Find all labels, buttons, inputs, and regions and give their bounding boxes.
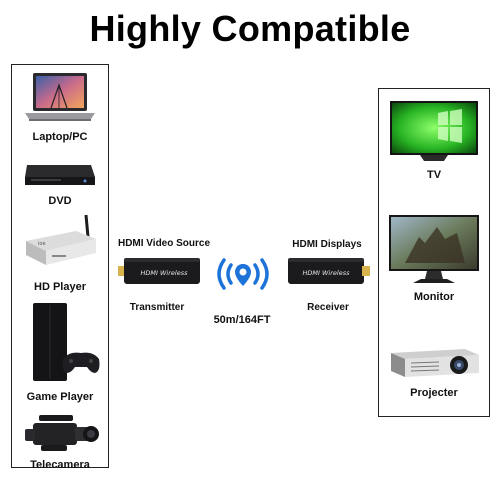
source-devices-panel: Laptop/PC DVD ioe HD Player Game — [11, 64, 109, 471]
source-dvd: DVD — [12, 157, 108, 207]
wireless-signal-icon — [217, 258, 269, 290]
dvd-player-icon — [25, 165, 95, 185]
page-title: Highly Compatible — [89, 8, 411, 49]
svg-text:ioe: ioe — [38, 241, 46, 247]
display-monitor: Monitor — [379, 213, 489, 303]
transmitter-device-icon: HDMI Wireless — [118, 258, 200, 284]
laptop-icon — [25, 73, 95, 121]
distance-label: 50m/164FT — [213, 314, 271, 326]
source-label-dvd: DVD — [48, 195, 72, 207]
display-projector: Projecter — [379, 343, 489, 399]
hd-player-icon: ioe — [26, 214, 96, 265]
transmitter-device-text: HDMI Wireless — [141, 269, 189, 277]
source-label-game-player: Game Player — [26, 391, 94, 403]
tv-icon — [390, 101, 478, 161]
source-label-hd-player: HD Player — [34, 281, 86, 293]
display-tv: TV — [379, 99, 489, 181]
display-label-monitor: Monitor — [413, 291, 455, 303]
video-camera-icon — [25, 415, 99, 451]
receiver-caption: HDMI Displays — [292, 239, 362, 250]
transmitter-label: Transmitter — [129, 302, 185, 313]
source-hd-player: ioe HD Player — [12, 211, 108, 293]
receiver-device-text: HDMI Wireless — [303, 269, 351, 277]
game-console-icon — [33, 303, 100, 381]
source-game-player: Game Player — [12, 299, 108, 403]
display-label-tv: TV — [426, 169, 442, 181]
monitor-icon — [389, 215, 479, 283]
receiver-device-icon: HDMI Wireless — [288, 258, 370, 284]
transmitter-caption: HDMI Video Source — [117, 238, 211, 249]
receiver-label: Receiver — [307, 302, 349, 313]
projector-icon — [391, 349, 479, 377]
source-label-laptop: Laptop/PC — [32, 131, 88, 143]
display-devices-panel: TV Monitor — [378, 88, 490, 417]
source-laptop: Laptop/PC — [12, 69, 108, 143]
display-label-projector: Projecter — [410, 387, 458, 399]
source-label-telecamera: Telecamera — [30, 459, 90, 471]
source-telecamera: Telecamera — [12, 411, 108, 471]
